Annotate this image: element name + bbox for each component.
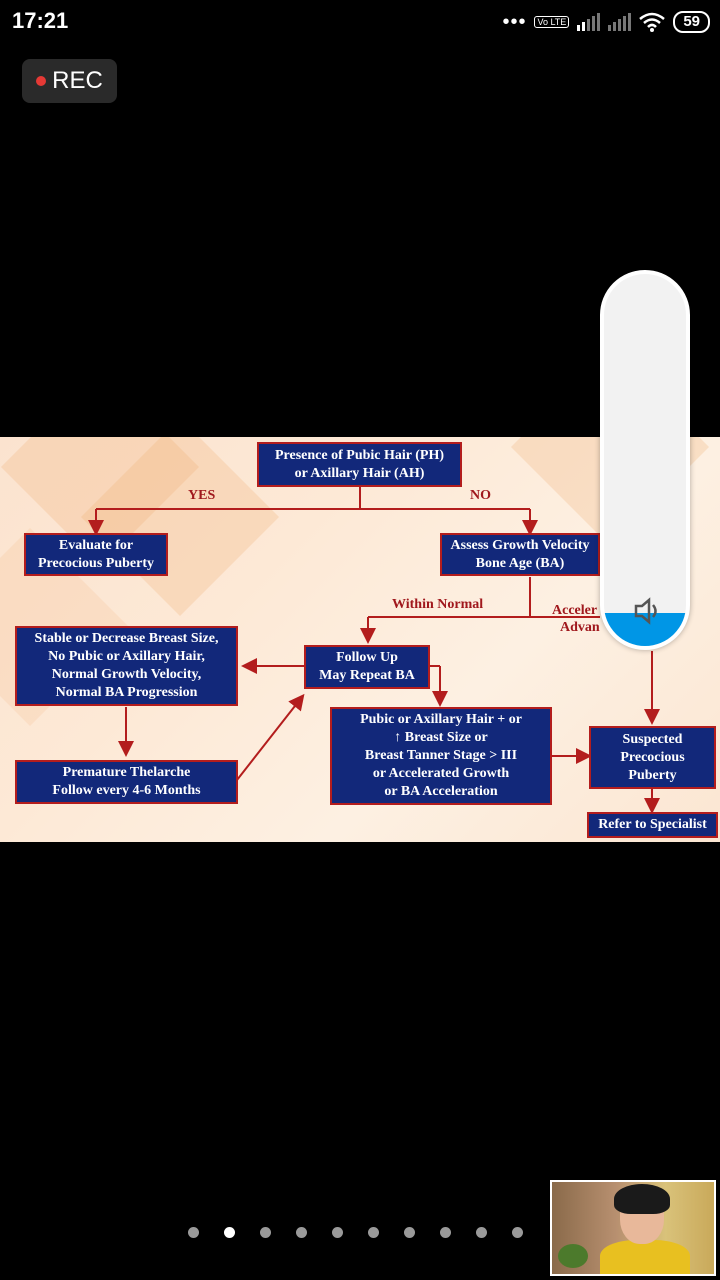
signal-icon <box>577 13 601 31</box>
recording-indicator[interactable]: REC <box>22 59 117 103</box>
page-dot[interactable] <box>332 1227 343 1238</box>
page-dot[interactable] <box>260 1227 271 1238</box>
signal-2-icon <box>608 13 632 31</box>
speaker-icon <box>634 597 657 625</box>
box-premature-thelarche: Premature Thelarche Follow every 4-6 Mon… <box>15 760 238 804</box>
presenter-body <box>600 1240 690 1274</box>
battery-icon: 59 <box>673 11 710 33</box>
label-advanced: Advan <box>560 620 600 635</box>
box-text: Stable or Decrease Breast Size, No Pubic… <box>34 631 219 700</box>
box-text: Refer to Specialist <box>598 817 707 832</box>
box-text: Evaluate for Precocious Puberty <box>38 537 154 571</box>
label-yes: YES <box>188 488 216 503</box>
page-indicator[interactable] <box>188 1227 523 1238</box>
page-dot[interactable] <box>224 1227 235 1238</box>
box-evaluate: Evaluate for Precocious Puberty <box>24 533 168 576</box>
page-dot[interactable] <box>476 1227 487 1238</box>
status-bar: 17:21 ••• Vo LTE 59 <box>0 0 720 44</box>
box-assess: Assess Growth Velocity Bone Age (BA) <box>440 533 600 576</box>
clock: 17:21 <box>12 8 69 33</box>
volume-slider[interactable] <box>600 270 690 650</box>
page-dot[interactable] <box>404 1227 415 1238</box>
wifi-icon <box>639 12 666 32</box>
page-dot[interactable] <box>512 1227 523 1238</box>
box-suspected: Suspected Precocious Puberty <box>589 726 716 789</box>
label-within-normal: Within Normal <box>392 597 484 612</box>
page-dot[interactable] <box>188 1227 199 1238</box>
box-text: Follow Up May Repeat BA <box>319 650 415 683</box>
more-dots-icon: ••• <box>502 10 527 33</box>
rec-label: REC <box>52 67 103 94</box>
box-follow-up: Follow Up May Repeat BA <box>304 645 430 689</box>
flowchart-connectors <box>88 487 660 814</box>
status-icons: ••• Vo LTE 59 <box>502 8 710 36</box>
presenter-video[interactable] <box>550 1180 716 1276</box>
plant <box>558 1244 588 1268</box>
box-text: Pubic or Axillary Hair + or ↑ Breast Siz… <box>360 712 522 799</box>
box-text: Presence of Pubic Hair (PH) or Axillary … <box>275 447 444 481</box>
box-text: Assess Growth Velocity Bone Age (BA) <box>450 537 590 571</box>
box-stable: Stable or Decrease Breast Size, No Pubic… <box>15 626 238 706</box>
page-dot[interactable] <box>440 1227 451 1238</box>
page-dot[interactable] <box>296 1227 307 1238</box>
label-no: NO <box>470 488 491 503</box>
box-text: Suspected Precocious Puberty <box>620 731 685 783</box>
label-accelerated: Acceler <box>552 603 598 618</box>
box-pubic-axillary: Pubic or Axillary Hair + or ↑ Breast Siz… <box>330 707 552 805</box>
volte-icon: Vo LTE <box>534 16 570 28</box>
box-text: Premature Thelarche Follow every 4-6 Mon… <box>52 765 201 798</box>
presenter-hair <box>614 1184 670 1214</box>
record-dot-icon <box>36 76 47 86</box>
box-refer-specialist: Refer to Specialist <box>587 812 718 838</box>
box-presence-hair: Presence of Pubic Hair (PH) or Axillary … <box>257 442 462 487</box>
page-dot[interactable] <box>368 1227 379 1238</box>
